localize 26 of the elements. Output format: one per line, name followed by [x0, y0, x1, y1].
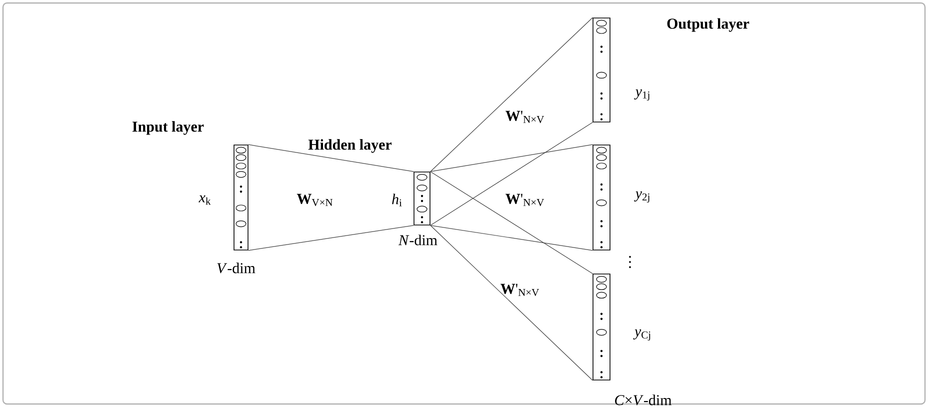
- connection-line: [430, 225, 593, 381]
- dimension-label: C×V-dim: [615, 394, 672, 406]
- layer-heading: Input layer: [132, 121, 204, 135]
- connection-line: [248, 225, 414, 251]
- layer-heading: Output layer: [667, 18, 750, 32]
- connection-line: [430, 122, 593, 226]
- ellipsis-mark: ⋮: [629, 256, 631, 268]
- layer-column: [592, 144, 610, 250]
- vector-label: h$_{i}$: [392, 194, 402, 206]
- connection-line: [430, 17, 593, 172]
- vector-label: y$_{2j}$: [634, 191, 650, 203]
- connection-line: [430, 225, 593, 251]
- layer-column: [592, 274, 610, 380]
- layer-heading: Hidden layer: [308, 139, 392, 153]
- dimension-label: V-dim: [217, 262, 256, 274]
- weight-label: W'$_{N×V}$: [506, 194, 544, 206]
- weight-label: W'$_{N×V}$: [506, 110, 544, 124]
- connection-line: [430, 171, 593, 274]
- weight-label: W'$_{N×V}$: [500, 284, 540, 296]
- vector-label: y$_{Cj}$: [633, 329, 650, 341]
- dimension-label: N-dim: [398, 234, 438, 246]
- weight-label: W$_{V×N}$: [296, 194, 333, 206]
- connection-line: [248, 144, 414, 172]
- vector-label: x$_{k}$: [198, 195, 211, 205]
- connection-line: [430, 144, 593, 172]
- vector-label: y$_{1j}$: [634, 89, 650, 101]
